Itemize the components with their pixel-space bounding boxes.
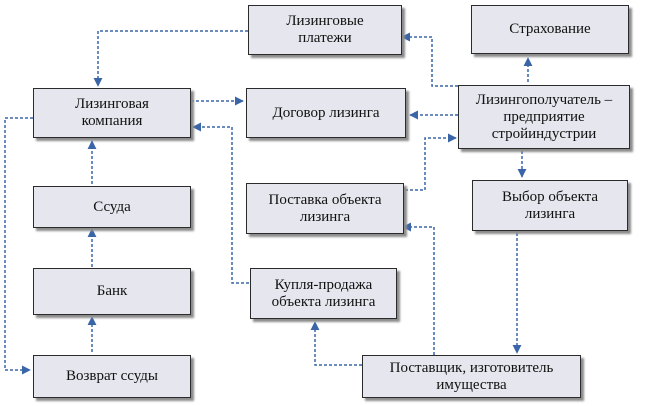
arrow-payments-to-company	[93, 30, 248, 87]
node-purchase-sale-label: Купля-продажа объекта лизинга	[271, 276, 376, 310]
node-leasing-payments: Лизинговые платежи	[248, 5, 402, 55]
node-insurance-label: Страхование	[509, 21, 591, 37]
node-loan-repayment-label: Возврат ссуды	[66, 368, 158, 384]
node-loan: Ссуда	[33, 186, 191, 228]
node-leasing-company-label: Лизинговая компания	[75, 96, 149, 129]
node-lessee: Лизингополучатель – предприятие стройинд…	[458, 85, 630, 149]
node-leasing-contract-label: Договор лизинга	[272, 104, 380, 121]
node-leasing-payments-label: Лизинговые платежи	[286, 13, 364, 46]
node-object-delivery: Поставка объекта лизинга	[246, 183, 404, 234]
node-object-selection-label: Выбор объекта лизинга	[501, 188, 599, 222]
node-bank: Банк	[33, 268, 191, 315]
node-object-delivery-label: Поставка объекта лизинга	[268, 191, 382, 225]
node-object-selection: Выбор объекта лизинга	[472, 180, 628, 231]
node-leasing-company: Лизинговая компания	[33, 88, 191, 138]
node-supplier: Поставщик, изготовитель имущества	[362, 355, 581, 398]
node-insurance: Страхование	[471, 5, 629, 54]
arrow-supplier-to-delivery	[402, 222, 435, 355]
arrow-purchase-to-company	[192, 122, 249, 284]
arrow-supplier-to-purchase	[310, 321, 362, 366]
node-bank-label: Банк	[96, 283, 128, 299]
arrow-lessee-to-payments	[401, 32, 463, 87]
node-leasing-contract: Договор лизинга	[246, 88, 406, 138]
node-loan-repayment: Возврат ссуды	[33, 355, 191, 398]
node-supplier-label: Поставщик, изготовитель имущества	[389, 359, 554, 393]
node-purchase-sale: Купля-продажа объекта лизинга	[250, 268, 397, 319]
node-loan-label: Ссуда	[93, 198, 131, 215]
arrow-company-to-repayment	[4, 117, 33, 375]
arrow-delivery-to-lessee	[405, 133, 457, 191]
node-lessee-label: Лизингополучатель – предприятие стройинд…	[475, 91, 613, 142]
